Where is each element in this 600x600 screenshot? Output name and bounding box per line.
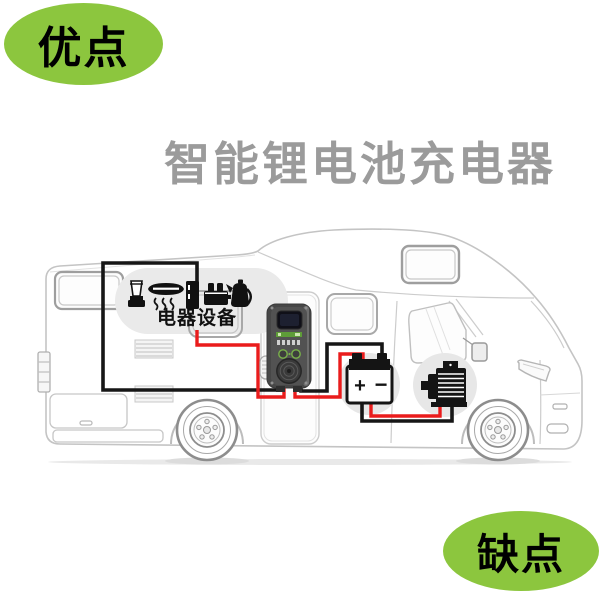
page-title: 智能锂电池充电器 — [164, 138, 556, 190]
appliance-label: 电器设备 — [157, 306, 237, 329]
cab-details — [408, 302, 569, 434]
refrigerator-icon — [186, 281, 199, 309]
charger-dials — [278, 349, 301, 359]
charger-indicator-row — [277, 340, 300, 345]
blender-icon — [128, 280, 145, 307]
toaster-icon — [204, 283, 231, 305]
fog-light — [546, 423, 569, 434]
rear-details — [37, 351, 164, 443]
windows — [53, 244, 461, 335]
negative-wire-battery-motor — [360, 398, 454, 423]
charger-fan — [276, 358, 302, 384]
positive-wire-appliances — [195, 330, 286, 399]
headlight-icon — [517, 359, 551, 382]
disadvantages-badge: 缺点 — [443, 511, 599, 591]
heater-icon — [148, 283, 184, 311]
motor-icon — [421, 361, 467, 407]
overcab-window — [400, 244, 461, 285]
positive-wire-battery-motor — [369, 398, 442, 418]
charger-device — [266, 303, 312, 392]
charger-led-strip — [276, 332, 302, 337]
mid-side-window — [326, 293, 378, 335]
appliance-icons: 电器设备 — [128, 279, 252, 329]
kettle-icon — [226, 279, 252, 307]
battery-plus-label: + — [354, 375, 366, 397]
positive-wire-charger-battery — [293, 352, 365, 399]
rear-side-window — [53, 270, 125, 311]
storage-door-handle — [79, 420, 93, 426]
battery-minus-label: − — [375, 372, 388, 397]
advantages-badge: 优点 — [4, 3, 163, 85]
front-wheel — [466, 398, 530, 462]
side-mirror-icon — [462, 337, 488, 362]
battery-icon: + − — [345, 353, 394, 405]
storage-door — [49, 393, 128, 429]
cab-door-handle — [552, 403, 568, 410]
charger-screen — [276, 310, 303, 330]
skirt-trim — [52, 429, 164, 443]
rear-wheel — [175, 398, 239, 462]
